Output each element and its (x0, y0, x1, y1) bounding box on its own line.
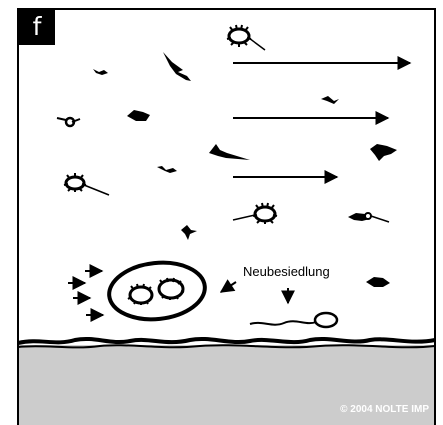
copyright-notice: © 2004 NOLTE IMP (340, 404, 429, 415)
recolonization-label: Neubesiedlung (243, 264, 330, 279)
panel-label: f (19, 9, 55, 45)
